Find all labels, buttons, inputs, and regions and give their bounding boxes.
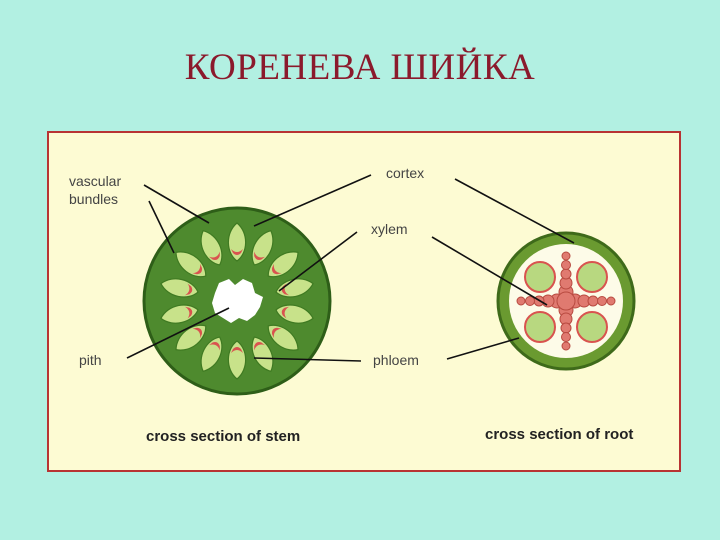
vascular-bundle xyxy=(227,222,247,262)
vascular-bundle xyxy=(160,278,199,298)
vascular-bundle xyxy=(267,251,299,278)
xylem-cell xyxy=(560,268,572,280)
vascular-bundle xyxy=(227,340,247,380)
xylem-cell xyxy=(561,341,571,351)
caption-root: cross section of root xyxy=(485,426,633,443)
xylem-cell xyxy=(560,322,572,334)
vascular-bundle xyxy=(200,336,223,372)
vascular-bundle xyxy=(251,336,274,372)
label-vascular-line1: vascular xyxy=(69,173,121,189)
xylem-cell xyxy=(606,296,616,306)
vascular-bundle xyxy=(160,304,199,324)
xylem-cell xyxy=(561,251,571,261)
vascular-bundle xyxy=(267,324,299,351)
xylem-cell xyxy=(587,295,599,307)
stem-cross-section xyxy=(142,206,332,396)
root-cross-section xyxy=(496,231,636,371)
caption-stem: cross section of stem xyxy=(146,428,300,445)
xylem-cell xyxy=(561,260,571,270)
xylem-cell xyxy=(525,296,535,306)
xylem-cell xyxy=(561,332,571,342)
slide-title: КОРЕНЕВА ШИЙКА xyxy=(184,47,536,88)
xylem-center-cell xyxy=(556,291,576,311)
pith-shape xyxy=(212,279,263,323)
label-phloem: phloem xyxy=(373,352,419,368)
label-pith: pith xyxy=(79,352,102,368)
xylem-cell xyxy=(516,296,526,306)
diagram-svg: vascular bundles cortex xylem pith phloe… xyxy=(69,165,636,445)
vascular-bundle xyxy=(175,251,207,278)
root-phloem-clusters xyxy=(524,261,608,343)
vascular-bundle xyxy=(275,304,314,324)
vascular-bundle xyxy=(275,278,314,298)
vascular-bundle xyxy=(175,324,207,351)
label-cortex: cortex xyxy=(386,165,424,181)
xylem-cell xyxy=(597,296,607,306)
diagram-panel: vascular bundles cortex xylem pith phloe… xyxy=(47,131,681,472)
vascular-bundle xyxy=(251,230,274,266)
label-xylem: xylem xyxy=(371,221,408,237)
vascular-bundles xyxy=(160,222,314,380)
label-vascular-line2: bundles xyxy=(69,191,118,207)
vascular-bundle xyxy=(200,230,223,266)
root-xylem-cross xyxy=(516,251,616,351)
leader-lines xyxy=(126,174,575,362)
